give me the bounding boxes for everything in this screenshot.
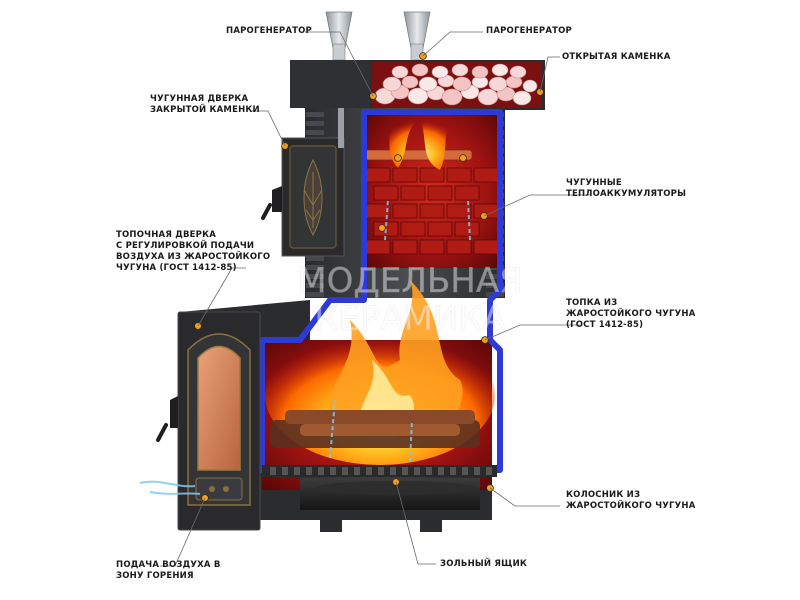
label-firebox: ТОПКА ИЗ ЖАРОСТОЙКОГО ЧУГУНА (ГОСТ 1412-… [566,298,696,330]
stone [401,75,419,89]
stone [452,76,472,92]
stone [431,65,449,79]
label-accumulators: ЧУГУННЫЕ ТЕПЛОАККУМУЛЯТОРЫ [566,178,687,199]
firebox-door [156,311,261,531]
stone [522,79,538,93]
label-open-heater: ОТКРЫТАЯ КАМЕНКА [562,52,671,62]
upper-chamber [361,112,500,268]
stone [418,76,438,92]
label-ash-box: ЗОЛЬНЫЙ ЯЩИК [440,559,528,569]
steam-generator-left [325,11,353,61]
grate [262,465,497,477]
label-steam-generator-right: ПАРОГЕНЕРАТОР [486,26,572,36]
marker-dot [459,154,467,162]
stone [509,65,527,79]
label-air-supply: ПОДАЧА ВОЗДУХА В ЗОНУ ГОРЕНИЯ [116,560,221,581]
watermark-line-2: КЕРАМИКА [314,299,506,339]
label-steam-generator-left: ПАРОГЕНЕРАТОР [226,26,312,36]
closed-heater-door [261,137,345,257]
stone [441,88,463,106]
label-closed-heater-door: ЧУГУННАЯ ДВЕРКА ЗАКРЫТОЙ КАМЕНКИ [150,94,260,115]
stone [411,63,429,77]
logs [270,410,480,448]
stone [382,76,402,92]
stone [488,76,508,92]
stone [471,65,489,79]
air-flow-arrows [139,199,471,495]
stone [391,65,409,79]
marker-dot [378,224,386,232]
heater-stones [374,63,538,106]
label-firebox-door: ТОПОЧНАЯ ДВЕРКА С РЕГУЛИРОВКОЙ ПОДАЧИ ВО… [116,230,271,273]
inner-outline [259,109,503,473]
stone [477,88,499,106]
label-grate: КОЛОСНИК ИЗ ЖАРОСТОЙКОГО ЧУГУНА [566,490,696,511]
watermark: МОДЕЛЬНАЯ КЕРАМИКА [297,261,523,340]
marker-dot [394,154,402,162]
ash-box [300,478,480,532]
watermark-line-1: МОДЕЛЬНАЯ [297,261,522,301]
stone [491,63,509,77]
leader-lines [160,31,590,567]
stone [512,90,532,106]
stone [451,63,469,77]
